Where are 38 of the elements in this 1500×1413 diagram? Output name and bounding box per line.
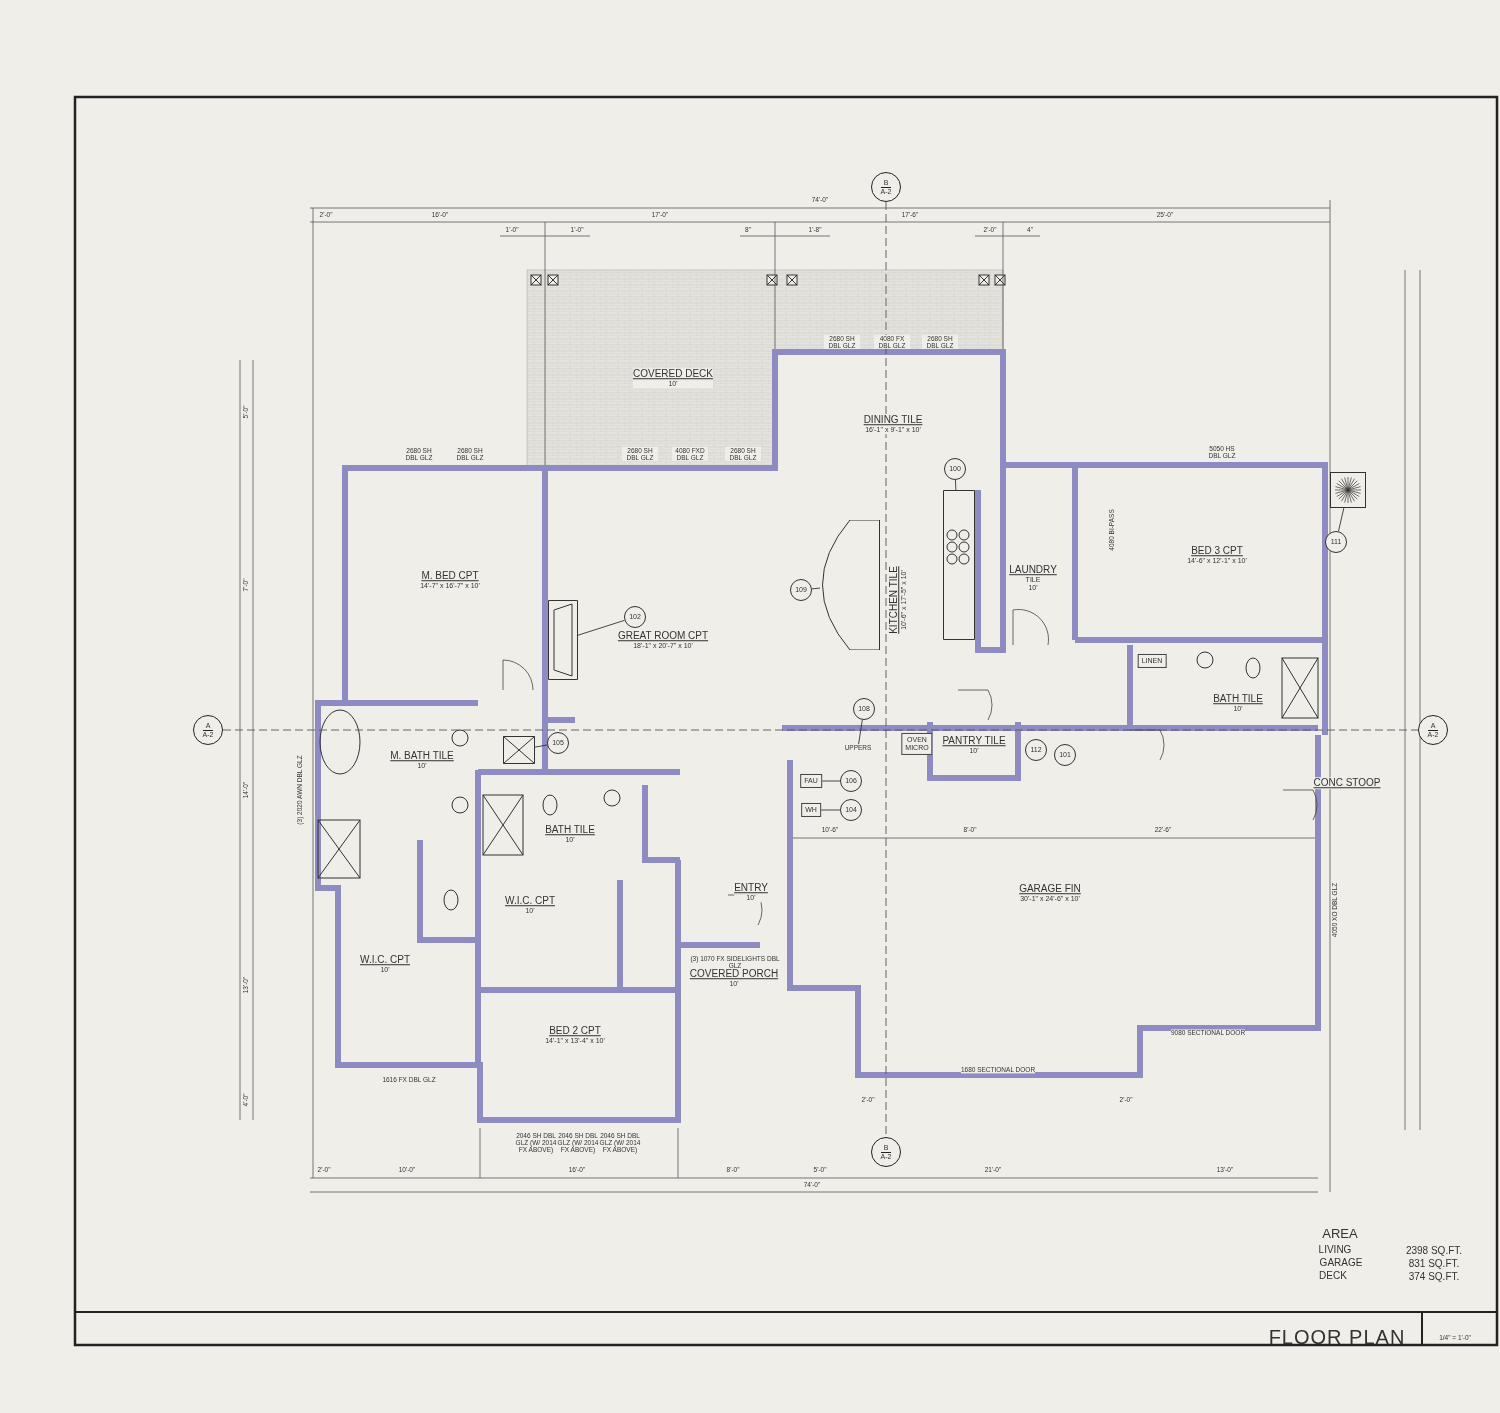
room-name: BATH TILE bbox=[545, 824, 595, 836]
room-name: COVERED DECK bbox=[633, 368, 713, 380]
leader-line bbox=[955, 479, 957, 491]
room-name: CONC STOOP bbox=[1313, 777, 1381, 789]
area-table-text: 374 SQ.FT. bbox=[1408, 1270, 1460, 1282]
room-name: KITCHEN TILE bbox=[888, 566, 900, 634]
room-name: ENTRY bbox=[734, 882, 768, 894]
area-table-text: 831 SQ.FT. bbox=[1408, 1257, 1460, 1269]
leader-line bbox=[820, 809, 841, 811]
area-table-text: DECK bbox=[1319, 1269, 1347, 1281]
section-line bbox=[222, 729, 1419, 731]
sheet-title: FLOOR PLAN bbox=[1268, 1325, 1406, 1349]
leader-line bbox=[534, 744, 548, 748]
room-name: COVERED PORCH bbox=[689, 968, 779, 980]
room-name: GARAGE FIN bbox=[1019, 883, 1081, 895]
room-name: M. BATH TILE bbox=[390, 750, 454, 762]
room-name: BATH TILE bbox=[1213, 693, 1263, 705]
area-table-text: AREA bbox=[1322, 1226, 1358, 1242]
section-marker bbox=[871, 172, 901, 202]
room-name: DINING TILE bbox=[863, 414, 923, 426]
leader-line bbox=[577, 619, 625, 636]
room-name: PANTRY TILE bbox=[942, 735, 1006, 747]
section-marker bbox=[193, 715, 223, 745]
area-table-text: GARAGE bbox=[1319, 1256, 1363, 1268]
room-name: W.I.C. CPT bbox=[505, 895, 555, 907]
leader-line bbox=[811, 587, 821, 590]
room-name: W.I.C. CPT bbox=[360, 954, 410, 966]
room-name: GREAT ROOM CPT bbox=[617, 630, 709, 642]
leader-line bbox=[1338, 507, 1345, 532]
appliance-box bbox=[901, 732, 933, 756]
leader-line bbox=[821, 780, 841, 782]
section-marker bbox=[871, 1137, 901, 1167]
section-marker bbox=[1418, 715, 1448, 745]
area-table-text: LIVING bbox=[1318, 1243, 1352, 1255]
area-table-text: 2398 SQ.FT. bbox=[1405, 1244, 1463, 1256]
room-name: LAUNDRY bbox=[1009, 564, 1057, 576]
leader-line bbox=[858, 719, 863, 745]
room-name: M. BED CPT bbox=[420, 570, 480, 582]
